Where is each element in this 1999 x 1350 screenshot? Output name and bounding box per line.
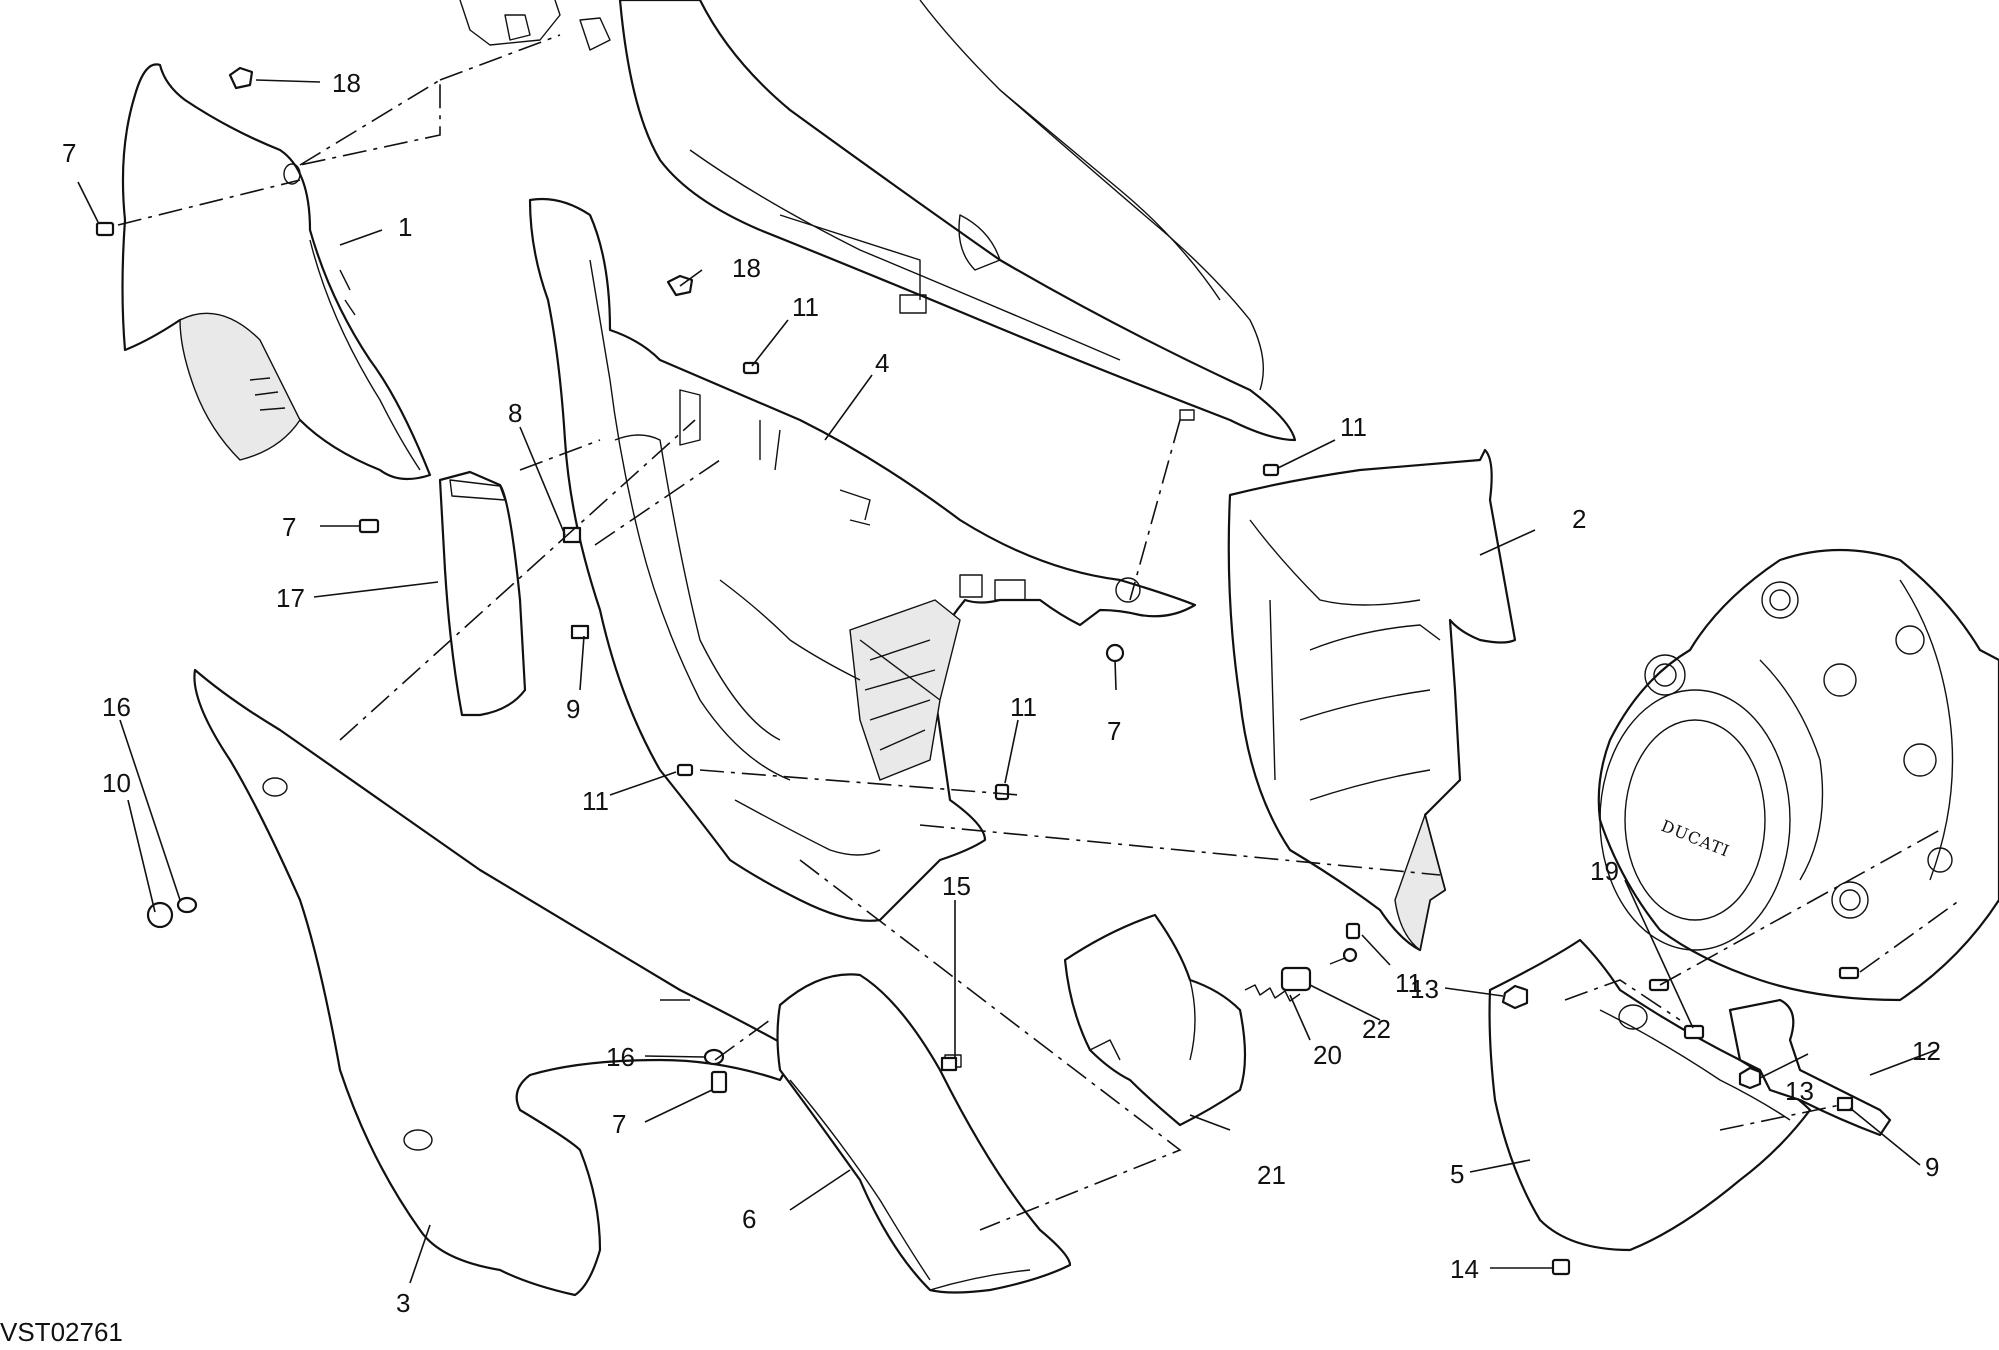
callout-16-b: 16 [606, 1042, 635, 1072]
callout-7-d: 7 [612, 1109, 626, 1139]
callout-9-b: 9 [1925, 1152, 1939, 1182]
callout-11-e: 11 [1395, 968, 1422, 998]
part-6-belly-pan [776, 973, 1072, 1294]
callout-9-a: 9 [566, 694, 580, 724]
callout-12: 12 [1912, 1036, 1941, 1066]
clip-9a [570, 624, 590, 640]
callout-13-b: 13 [1785, 1076, 1814, 1106]
part-4-main-inner-panel [528, 197, 1197, 922]
engine-clutch-cover: DUCATI [1597, 548, 1999, 1002]
washer-16a [176, 896, 198, 914]
part-art: DUCATI [95, 0, 1999, 1297]
bolt-lower [1838, 966, 1860, 980]
callout-7-b: 7 [282, 512, 296, 542]
callout-15: 15 [942, 871, 971, 901]
screw-14 [1551, 1258, 1571, 1276]
screw-11a [742, 361, 760, 375]
callout-17: 17 [276, 583, 305, 613]
screw-7d [1105, 643, 1125, 663]
part-5-right-belly-pan [1488, 938, 1812, 1252]
callout-4: 4 [875, 348, 889, 378]
callout-8: 8 [508, 398, 522, 428]
leader-lines [77, 79, 1937, 1284]
callout-20: 20 [1313, 1040, 1342, 1070]
callout-labels: 1 2 3 4 5 6 7 7 7 7 8 9 9 10 11 11 11 11… [62, 68, 1941, 1318]
part-21-bracket-cover [1063, 913, 1247, 1127]
callout-16-a: 16 [102, 692, 131, 722]
clip-8 [562, 526, 582, 544]
upper-fairing-panel [459, 0, 1297, 442]
part-17-side-panel [438, 470, 527, 717]
nut-13b [1738, 1066, 1762, 1090]
screw-7b [358, 518, 380, 534]
screw-7a [95, 221, 115, 237]
callout-11-a: 11 [792, 292, 819, 322]
nut-13a [1501, 984, 1529, 1010]
part-2-right-inner-fairing [1227, 448, 1517, 952]
screw-10 [146, 901, 174, 929]
callout-2: 2 [1572, 504, 1586, 534]
assembly-lines [117, 34, 1961, 1231]
screw-19 [1683, 1024, 1705, 1040]
callout-7-c: 7 [1107, 716, 1121, 746]
callout-18-a: 18 [332, 68, 361, 98]
part-3-lower-fairing [193, 668, 788, 1297]
callout-21: 21 [1257, 1160, 1286, 1190]
screw-11c [676, 763, 694, 777]
callout-1: 1 [398, 212, 412, 242]
callout-13-a: 13 [1410, 974, 1439, 1004]
screw-11e [1345, 922, 1361, 940]
fasteners [95, 66, 1860, 1276]
drawing-code: VST02761 [0, 1317, 123, 1347]
clip-15 [940, 1056, 958, 1072]
part-1-inner-cover [121, 63, 432, 481]
clip-9b [1836, 1096, 1854, 1112]
callout-5: 5 [1450, 1159, 1464, 1189]
screw-11d [994, 783, 1010, 801]
screw-11b [1262, 463, 1280, 477]
callout-10: 10 [102, 768, 131, 798]
callout-11-d: 11 [1010, 692, 1037, 722]
callout-14: 14 [1450, 1254, 1479, 1284]
callout-7-a: 7 [62, 138, 76, 168]
screw-7c [710, 1070, 728, 1094]
callout-3: 3 [396, 1288, 410, 1318]
grommet-18a [228, 66, 254, 90]
callout-22: 22 [1362, 1014, 1391, 1044]
callout-6: 6 [742, 1204, 756, 1234]
hardware-spring-bushing [1244, 947, 1358, 1002]
callout-11-c: 11 [582, 786, 609, 816]
callout-19: 19 [1590, 856, 1619, 886]
callout-18-b: 18 [732, 253, 761, 283]
callout-11-b: 11 [1340, 412, 1367, 442]
